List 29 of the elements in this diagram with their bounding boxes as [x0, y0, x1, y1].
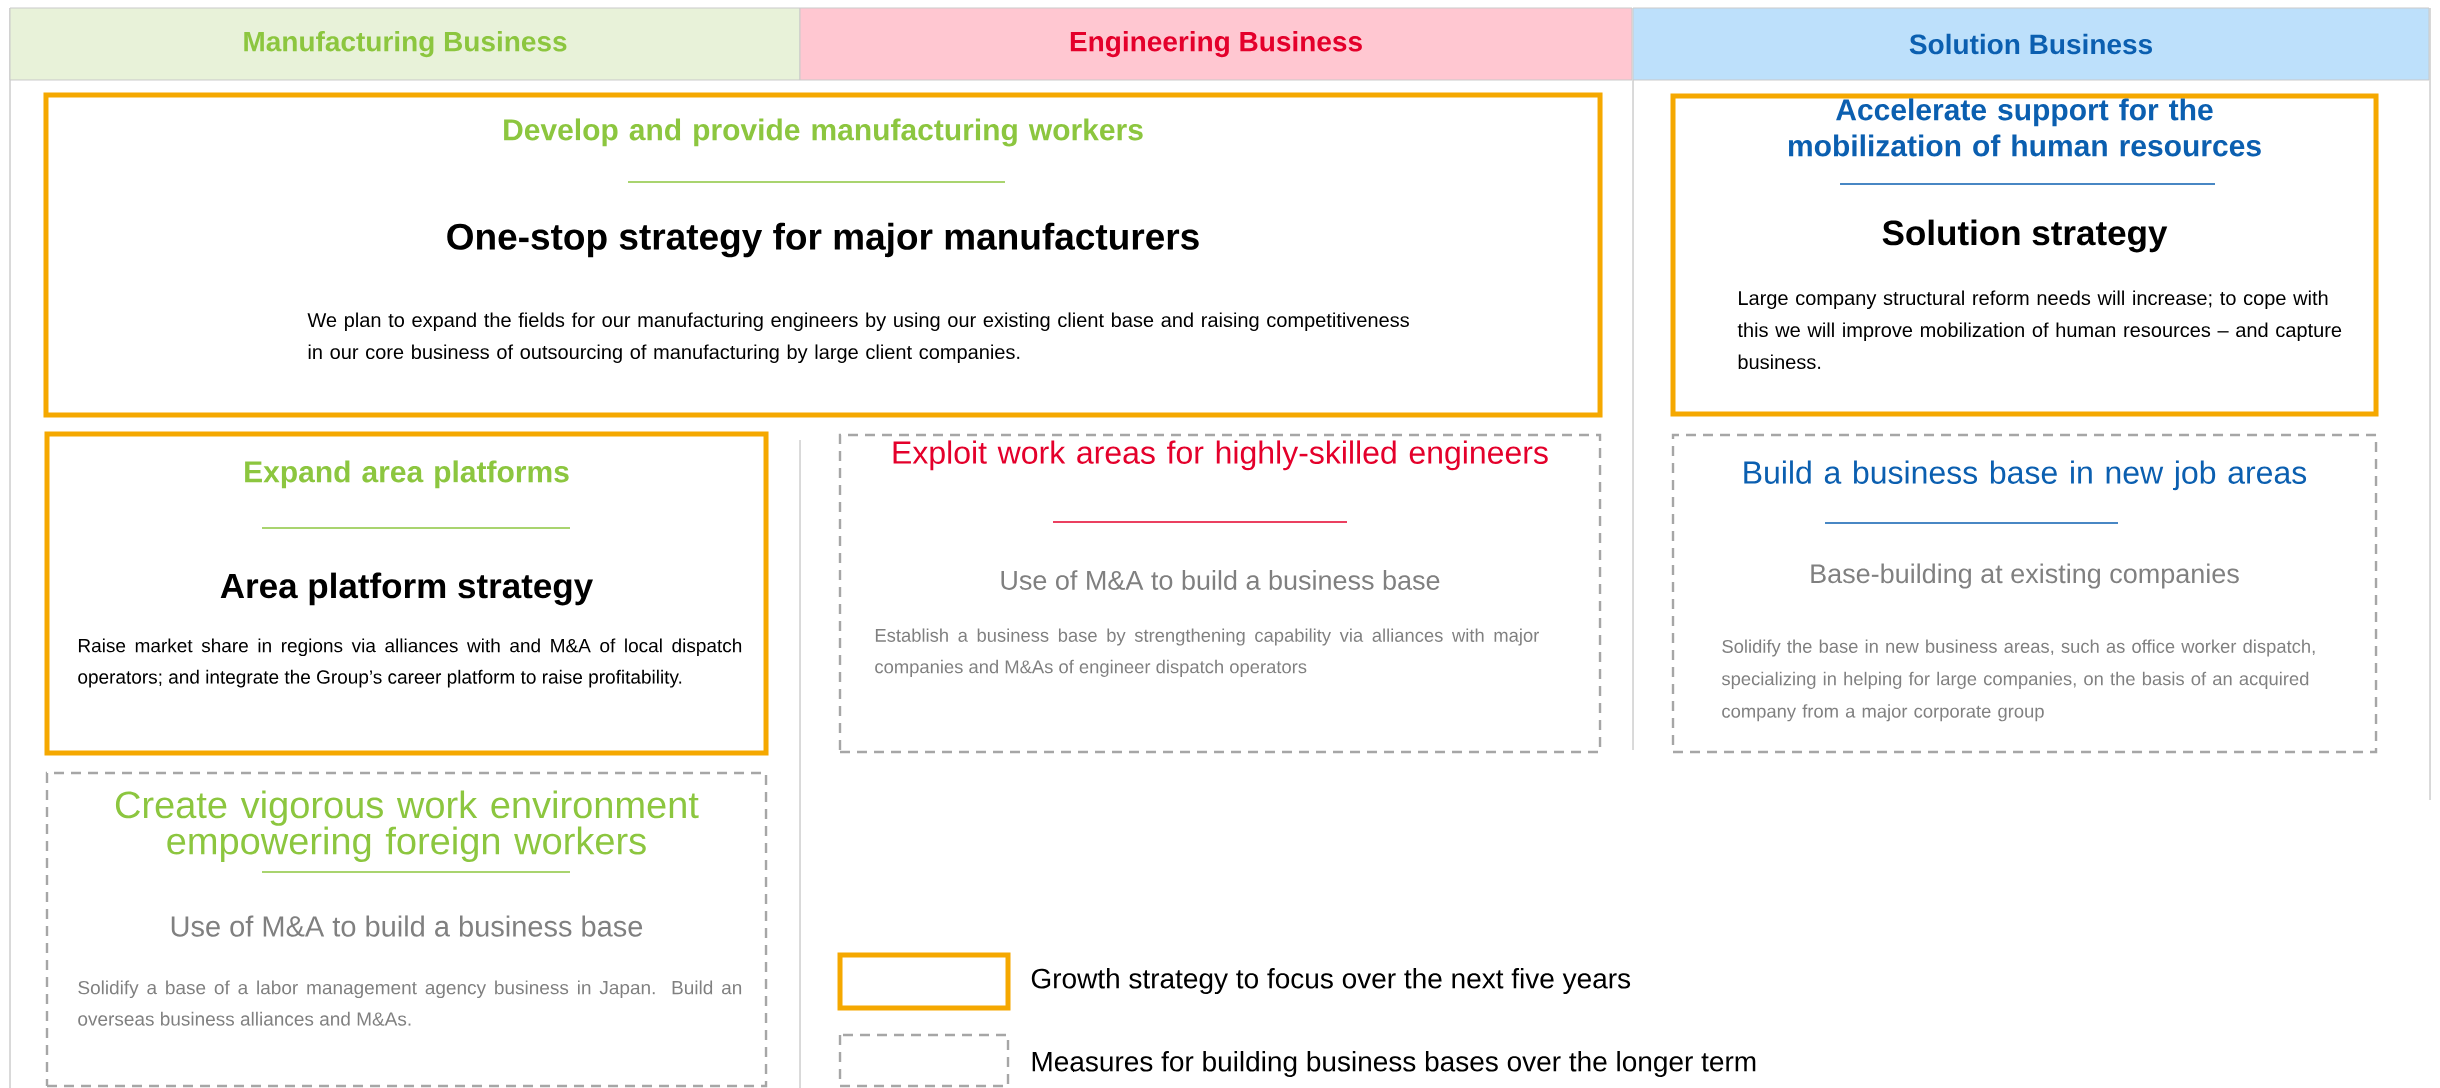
column-header: Solution Business [1632, 7, 2430, 81]
column-header: Manufacturing Business [9, 7, 801, 81]
heading: Create vigorous work environment empowering foreign workers [115, 790, 699, 862]
legend-label: Measures for building business bases over the longer term [1032, 1050, 1756, 1078]
heading: Expand area platforms [245, 460, 569, 489]
subheading: Base-building at existing companies [1811, 563, 2239, 589]
heading: Build a business base in new job areas [1744, 460, 2307, 491]
description-text: We plan to expand the fields for our manufacturing engineers by using our existing client base and raising competitiveness in our core business of outsourcing of manufacturing by large client companies. [307, 312, 1409, 364]
subheading: Use of M&A to build a business base [171, 915, 643, 937]
strategy-box [1670, 93, 2379, 417]
measure-box [1671, 433, 2378, 754]
legend-label: Growth strategy to focus over the next five years [1031, 967, 1631, 995]
heading: Exploit work areas for highly-skilled engineers [893, 440, 1548, 471]
description-text: Large company structural reform needs will increase; to cope with this we will improve mobilization of human resources – and capture business. [1737, 290, 2342, 370]
subheading: Use of M&A to build a business base [1001, 570, 1440, 590]
measure-box [838, 433, 1602, 754]
strategy-box [43, 92, 1603, 418]
heading: Develop and provide manufacturing workers [504, 118, 1143, 147]
column-header: Engineering Business [799, 7, 1633, 81]
measure-box [45, 771, 768, 1088]
heading: Accelerate support for the mobilization of human resources [1788, 98, 2261, 157]
description-text: Raise market share in regions via alliances with and M&A of local dispatch operators; and integrate the Group’s career platform to raise profitability. [78, 638, 742, 688]
subheading: Solution strategy [1882, 219, 2168, 253]
description-text: Solidify the base in new business areas, such as office worker dispatch, specializing in helping for large companies, on the basis of an acquired company from a major corporate group [1721, 639, 2315, 722]
subheading: Area platform strategy [220, 572, 593, 606]
description-text: Establish a business base by strengthening capability via alliances with major companies and M&As of engineer dispatch operators [875, 628, 1539, 677]
subheading: One-stop strategy for major manufacturers [447, 222, 1199, 258]
strategy-box [44, 431, 769, 756]
description-text: Solidify a base of a labor management agency business in Japan. Build an overseas business alliances and M&As. [78, 980, 742, 1026]
